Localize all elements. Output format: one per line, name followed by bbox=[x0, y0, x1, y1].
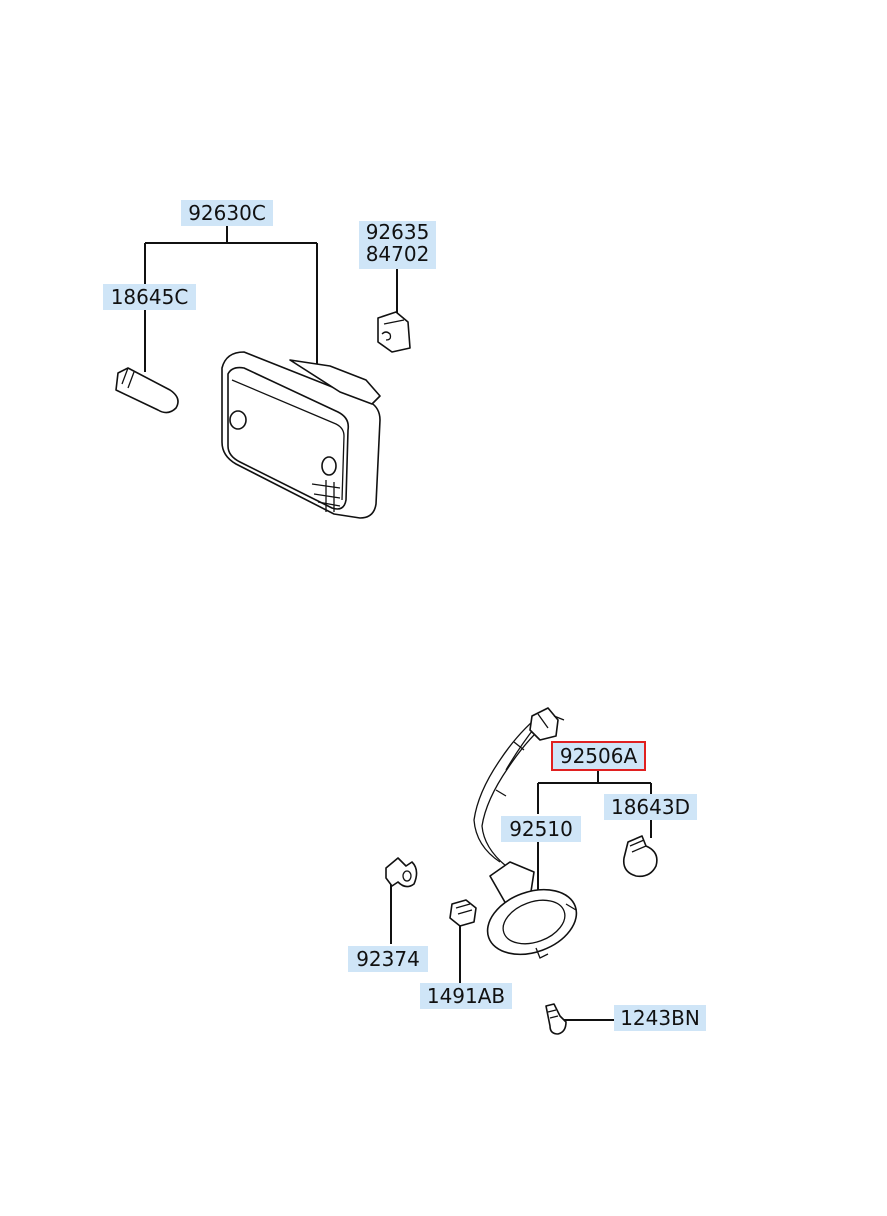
part-label-1491ab[interactable]: 1491AB bbox=[420, 983, 512, 1009]
part-label-92510[interactable]: 92510 bbox=[501, 816, 581, 842]
screw-1243bn-part[interactable] bbox=[545, 1003, 567, 1035]
part-label-92506a-selected[interactable]: 92506A bbox=[551, 741, 646, 771]
part-label-18643d[interactable]: 18643D bbox=[604, 794, 697, 820]
leader-lines-bottom bbox=[390, 770, 652, 1021]
part-label-92635: 92635 bbox=[365, 220, 430, 244]
grommet-92374-part[interactable] bbox=[385, 857, 418, 888]
part-label-92630c[interactable]: 92630C bbox=[181, 200, 273, 226]
bulb-18643d-part[interactable] bbox=[622, 835, 658, 878]
part-label-92635-84702[interactable]: 92635 84702 bbox=[359, 221, 436, 269]
nut-1491ab-part[interactable] bbox=[449, 899, 477, 927]
leader-lines-top bbox=[144, 226, 398, 372]
lamp-housing-92630c-part[interactable] bbox=[221, 351, 381, 519]
part-label-18645c[interactable]: 18645C bbox=[103, 284, 196, 310]
part-label-1243bn[interactable]: 1243BN bbox=[614, 1005, 706, 1031]
socket-wiring-92510-part[interactable] bbox=[473, 707, 585, 966]
clip-92635-part[interactable] bbox=[377, 311, 411, 353]
part-label-92374[interactable]: 92374 bbox=[348, 946, 428, 972]
bulb-18645c-part[interactable] bbox=[115, 367, 179, 414]
part-label-84702: 84702 bbox=[365, 242, 430, 266]
